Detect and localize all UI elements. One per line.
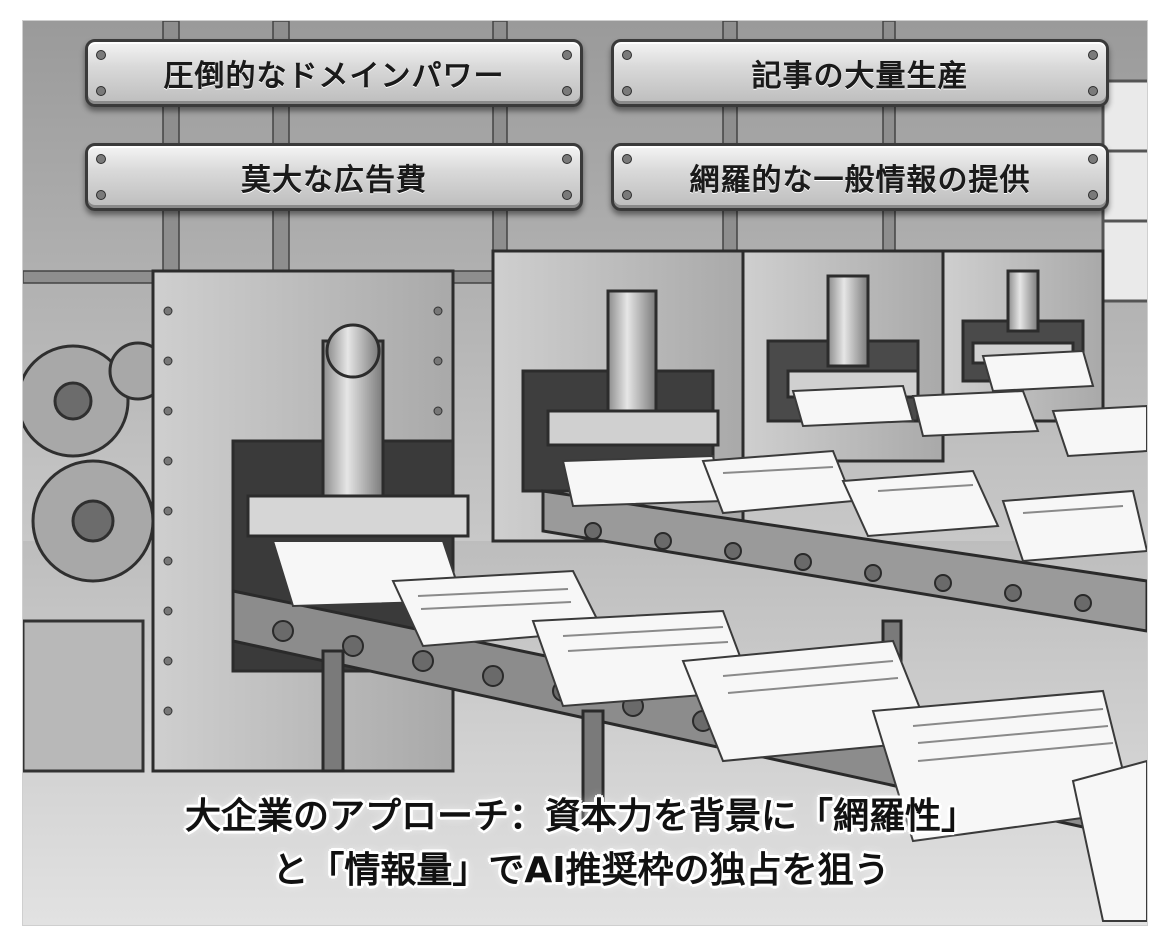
rivet	[562, 86, 572, 96]
plate-label: 莫大な広告費	[241, 163, 427, 198]
rivet	[562, 190, 572, 200]
caption: 大企業のアプローチ：資本力を背景に「網羅性」 と「情報量」でAI推奨枠の独占を狙…	[0, 790, 1162, 898]
rivet	[96, 86, 106, 96]
rivet	[1088, 154, 1098, 164]
rivet	[562, 50, 572, 60]
rivet	[1088, 190, 1098, 200]
caption-line-2: と「情報量」でAI推奨枠の独占を狙う	[272, 850, 890, 891]
rivet	[622, 190, 632, 200]
rivet	[622, 86, 632, 96]
plate-label: 圧倒的なドメインパワー	[163, 59, 505, 94]
rivet	[1088, 86, 1098, 96]
plate-label: 網羅的な一般情報の提供	[689, 163, 1031, 198]
factory-illustration: 圧倒的なドメインパワー 記事の大量生産 莫大な広告費 網羅的な一般情報の提供	[22, 20, 1148, 926]
rivet	[96, 190, 106, 200]
plate-ad-spend: 莫大な広告費	[85, 143, 583, 211]
plate-domain-power: 圧倒的なドメインパワー	[85, 39, 583, 107]
rivet	[622, 154, 632, 164]
rivet	[1088, 50, 1098, 60]
plate-mass-production: 記事の大量生産	[611, 39, 1109, 107]
rivet	[622, 50, 632, 60]
rivet	[562, 154, 572, 164]
rivet	[96, 50, 106, 60]
plate-label: 記事の大量生産	[751, 59, 969, 94]
plate-general-info: 網羅的な一般情報の提供	[611, 143, 1109, 211]
caption-line-1: 大企業のアプローチ：資本力を背景に「網羅性」	[184, 796, 977, 837]
rivet	[96, 154, 106, 164]
